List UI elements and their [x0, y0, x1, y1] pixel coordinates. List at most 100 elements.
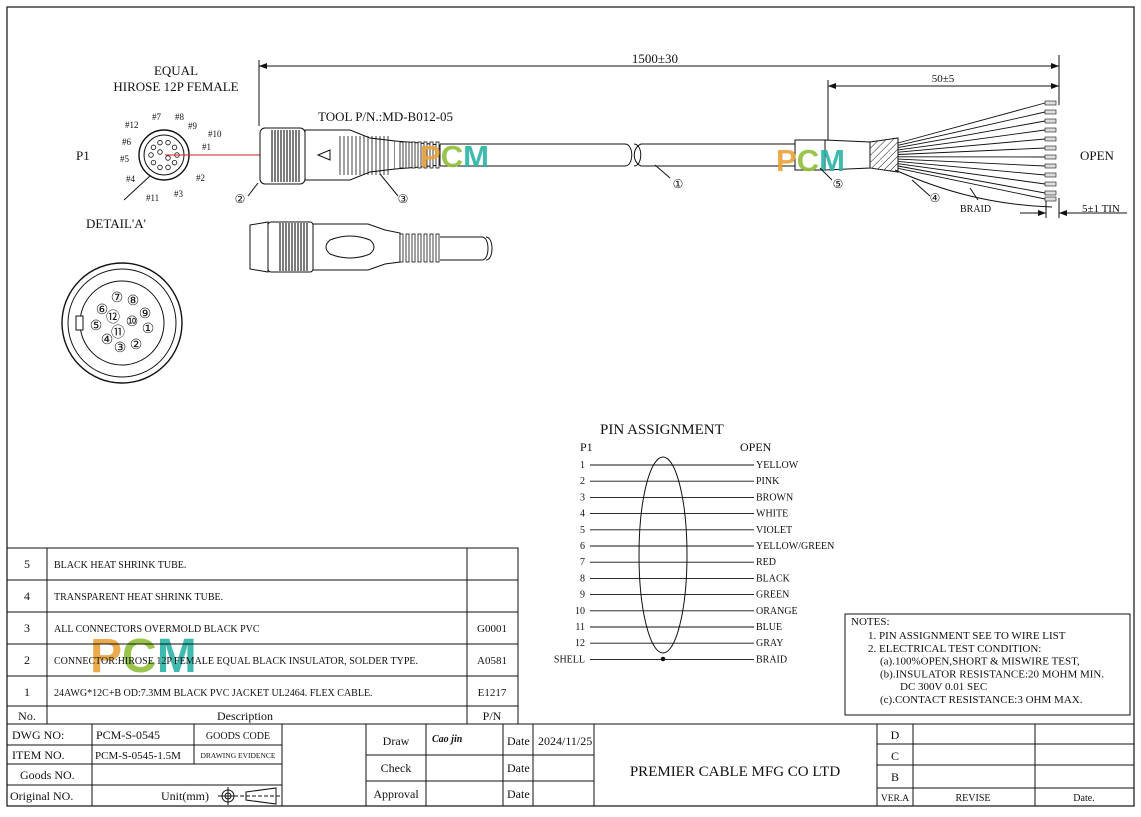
- detail-pin-number: ⑩: [126, 315, 139, 330]
- wire-line: [898, 166, 1045, 193]
- watermark-pcm-2: PCM: [776, 143, 845, 178]
- pin-label: #4: [126, 174, 136, 184]
- revision-letter: C: [891, 749, 899, 763]
- detail-pin-number: ⑦: [111, 291, 124, 306]
- date-label-2: Date: [507, 761, 530, 775]
- wire-line: [898, 159, 1045, 166]
- pin-number: 6: [580, 541, 585, 552]
- bom-pn: A0581: [477, 655, 507, 667]
- wire-line: [898, 139, 1045, 152]
- pin-number: 7: [580, 557, 585, 568]
- pin-number: 8: [580, 573, 585, 584]
- pin-number: 11: [575, 622, 585, 633]
- shell-junction-icon: [661, 657, 666, 662]
- rib-line: [430, 234, 433, 262]
- goods-code-label: GOODS CODE: [206, 731, 270, 742]
- pin-hole-icon: [172, 145, 177, 150]
- pin-hole-icon: [149, 153, 154, 158]
- tin-dim-text: 5±1 TIN: [1082, 203, 1120, 215]
- bom-desc: TRANSPARENT HEAT SHRINK TUBE.: [54, 592, 223, 603]
- wire-color: YELLOW: [756, 460, 799, 471]
- pin-label: #8: [175, 112, 185, 122]
- note-line: (b).INSULATOR RESISTANCE:20 MOHM MIN.: [880, 668, 1104, 680]
- connector-nut: [260, 128, 305, 184]
- bom-pn: G0001: [477, 623, 507, 635]
- detail-pin-number: ③: [114, 341, 127, 356]
- bom-desc: BLACK HEAT SHRINK TUBE.: [54, 560, 186, 571]
- detail-pin-number: ⑧: [127, 294, 140, 309]
- draw-signature: Cao jin: [432, 734, 463, 745]
- rib-line: [400, 142, 403, 168]
- unit-label: Unit(mm): [161, 789, 209, 803]
- note-line: (c).CONTACT RESISTANCE:3 OHM MAX.: [880, 694, 1083, 706]
- original-no-label: Original NO.: [10, 789, 73, 803]
- callout-leader: [912, 180, 930, 196]
- wire-tinned-end: [1045, 128, 1056, 132]
- tool-pn-label: TOOL P/N.:MD-B012-05: [318, 109, 453, 124]
- draw-label: Draw: [383, 734, 410, 748]
- wire-tinned-end: [1045, 137, 1056, 141]
- wire-tinned-end: [1045, 155, 1056, 159]
- bom-desc: CONNECTOR:HIROSE 12P FEMALE EQUAL BLACK …: [54, 656, 418, 667]
- note-line: 1. PIN ASSIGNMENT SEE TO WIRE LIST: [868, 630, 1066, 642]
- wire-tinned-end: [1045, 110, 1056, 114]
- pin-hole-icon: [166, 140, 171, 145]
- p1-label: P1: [76, 148, 90, 163]
- callout-leader: [655, 165, 670, 178]
- wire-tinned-end: [1045, 101, 1056, 105]
- bom-no: 1: [24, 685, 30, 699]
- braid-leader: [970, 188, 978, 200]
- pin-left-header: P1: [580, 440, 593, 454]
- wire-line: [898, 164, 1045, 184]
- pin-number: 9: [580, 590, 585, 601]
- callout-leader: [380, 174, 398, 196]
- strip-dim-text: 50±5: [932, 73, 955, 85]
- length-dim-text: 1500±30: [632, 51, 678, 66]
- wire-color: BRAID: [756, 654, 787, 665]
- connector-type-line1: EQUAL: [154, 63, 198, 78]
- rib-line: [406, 234, 409, 262]
- rib-line: [406, 142, 409, 168]
- revise-label: REVISE: [956, 793, 991, 804]
- wire-color: BROWN: [756, 492, 793, 503]
- bom-header-no: No.: [18, 709, 36, 723]
- revision-letter: D: [891, 728, 900, 742]
- pin-label: #1: [202, 142, 211, 152]
- notes-title: NOTES:: [851, 616, 890, 628]
- rib-line: [424, 234, 427, 262]
- rib-line: [418, 234, 421, 262]
- note-line: DC 300V 0.01 SEC: [900, 681, 987, 693]
- detail-pin-number: ④: [101, 333, 114, 348]
- callout-leader: [248, 183, 258, 196]
- callout-number: ④: [930, 191, 941, 205]
- check-label: Check: [381, 761, 412, 775]
- wire-line: [898, 121, 1045, 148]
- pin-hole-icon: [151, 145, 156, 150]
- connector-face-small: #1#2#3#4#5#6#7#8#9#10#11#12: [120, 112, 222, 203]
- bom-no: 3: [24, 621, 30, 635]
- bom-pn: E1217: [478, 687, 507, 699]
- dwg-no-label: DWG NO:: [12, 728, 64, 742]
- wire-color: GREEN: [756, 590, 789, 601]
- callout-number: ②: [235, 192, 246, 206]
- bom-desc: ALL CONNECTORS OVERMOLD BLACK PVC: [54, 624, 260, 635]
- wire-tinned-end: [1045, 197, 1056, 201]
- item-no-label: ITEM NO.: [12, 748, 65, 762]
- open-label: OPEN: [1080, 148, 1115, 163]
- detail-label: DETAIL'A': [86, 216, 146, 231]
- dwg-no-value: PCM-S-0545: [96, 728, 160, 742]
- date2-label: Date.: [1073, 793, 1094, 804]
- wire-tinned-end: [1045, 191, 1056, 195]
- pin-number: 4: [580, 509, 585, 520]
- shield-ellipse: [639, 457, 687, 653]
- date-label-1: Date: [507, 734, 530, 748]
- pin-title: PIN ASSIGNMENT: [600, 422, 724, 438]
- wire-tinned-end: [1045, 173, 1056, 177]
- pin-hole-icon: [172, 160, 177, 165]
- draw-date: 2024/11/25: [538, 734, 592, 748]
- rib-line: [436, 234, 439, 262]
- pin-hole-icon: [166, 156, 171, 161]
- pin-number: 10: [575, 606, 585, 617]
- pin-hole-icon: [158, 150, 163, 155]
- braid-hatch: [870, 138, 898, 172]
